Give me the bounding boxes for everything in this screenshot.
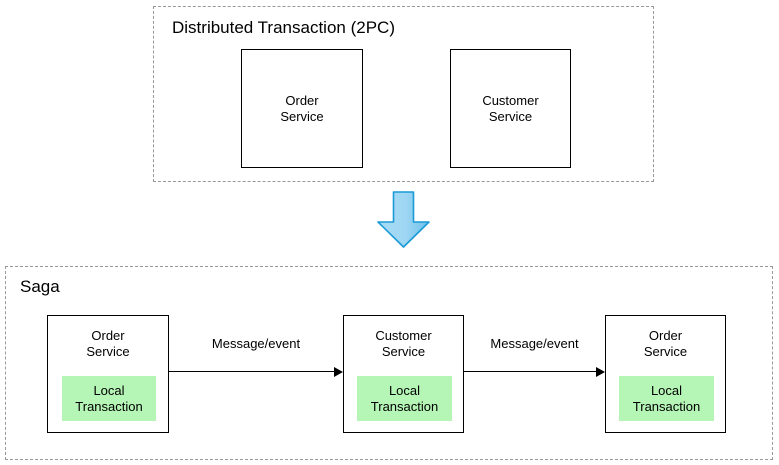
edge-label-message-event-2: Message/event	[490, 336, 579, 351]
local-transaction-chip: Local Transaction	[357, 376, 452, 421]
service-box-customer-service-2pc[interactable]: Customer Service	[450, 49, 571, 168]
group-saga	[5, 266, 773, 460]
service-box-order-service-2pc[interactable]: Order Service	[241, 49, 363, 168]
flow-arrow-1	[169, 367, 343, 377]
service-label: Order Service	[643, 328, 688, 359]
down-arrow-icon	[376, 191, 431, 248]
service-box-order-service-saga-1[interactable]: Order Service Local Transaction	[47, 315, 169, 433]
service-box-order-service-saga-2[interactable]: Order Service Local Transaction	[605, 315, 726, 433]
local-transaction-chip: Local Transaction	[62, 376, 156, 421]
local-transaction-chip: Local Transaction	[619, 376, 714, 421]
flow-arrow-2	[464, 367, 605, 377]
group-distributed-transaction	[153, 6, 654, 182]
group-distributed-transaction-title: Distributed Transaction (2PC)	[172, 18, 395, 37]
edge-label-message-event-1: Message/event	[211, 336, 301, 351]
service-label: Order Service	[280, 92, 324, 124]
service-label: Customer Service	[482, 92, 539, 124]
group-saga-title: Saga	[20, 277, 60, 296]
service-label: Order Service	[86, 328, 130, 359]
service-label: Customer Service	[375, 328, 432, 359]
service-box-customer-service-saga[interactable]: Customer Service Local Transaction	[343, 315, 464, 433]
